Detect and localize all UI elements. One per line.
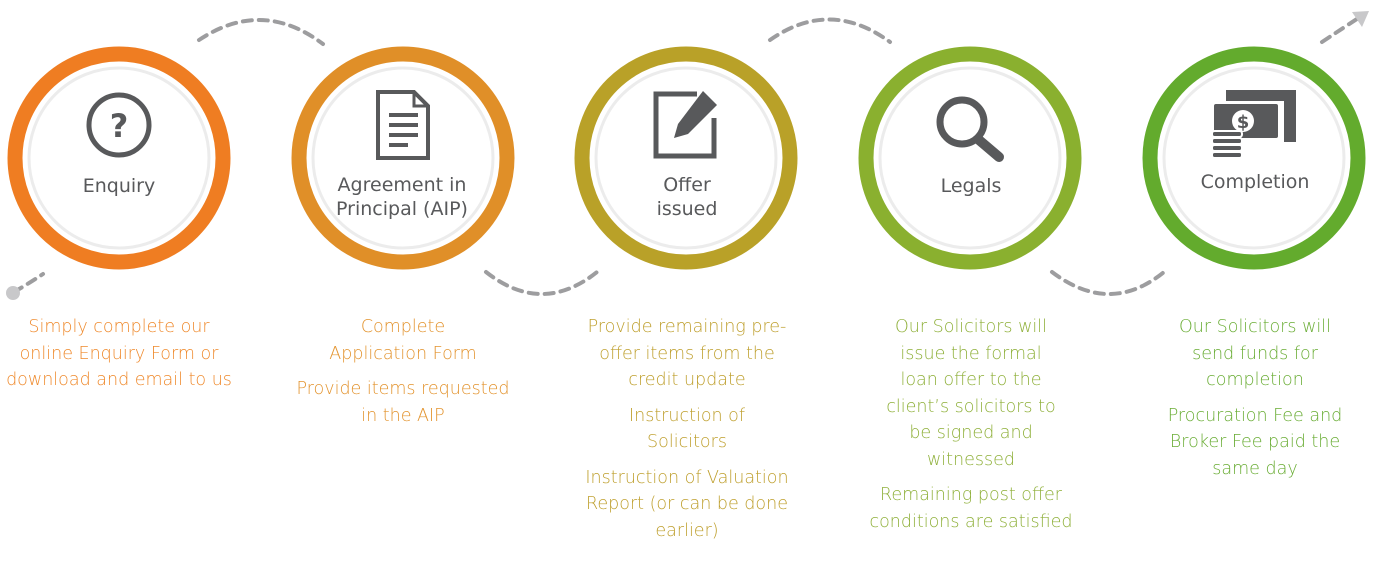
start-dot (6, 286, 20, 300)
connector-4-5 (1050, 270, 1166, 296)
step-label-completion: Completion (1200, 171, 1310, 193)
description-line: Procuration Fee and Broker Fee paid the … (1167, 405, 1343, 479)
step-label-aip: Agreement in Principal (AIP) (336, 174, 468, 220)
description-line: Complete Application Form (329, 317, 477, 364)
description-line: Instruction of Valuation Report (or can … (585, 467, 789, 541)
step-label-offer: Offer issued (656, 174, 718, 220)
connector-3-4 (768, 17, 892, 44)
step-circle-enquiry (7, 46, 231, 270)
question-circle-icon: ? (86, 92, 152, 158)
connector-2-3 (484, 270, 599, 296)
edit-icon (653, 91, 717, 159)
step-description-aip: Complete Application Form Provide items … (283, 314, 523, 438)
description-line: Simply complete our online Enquiry Form … (6, 317, 232, 390)
step-circle-completion (1142, 46, 1366, 270)
step-circle-legals (858, 46, 1082, 270)
description-line: Remaining post offer conditions are sati… (869, 485, 1073, 532)
connector-1-2 (197, 18, 325, 46)
magnifier-icon (936, 96, 1004, 162)
step-label-legals: Legals (940, 175, 1002, 197)
connector-end (1320, 15, 1362, 44)
step-description-enquiry: Simply complete our online Enquiry Form … (0, 314, 239, 403)
money-icon: $ (1211, 90, 1296, 159)
step-description-offer: Provide remaining pre-offer items from t… (567, 314, 807, 553)
svg-text:$: $ (1237, 112, 1250, 133)
description-line: Our Solicitors will send funds for compl… (1179, 317, 1331, 390)
arrow-head (1352, 11, 1369, 27)
description-line: Our Solicitors will issue the formal loa… (886, 317, 1056, 470)
description-line: Instruction of Solicitors (628, 405, 746, 453)
step-description-completion: Our Solicitors will send funds for compl… (1135, 314, 1375, 491)
document-icon (376, 90, 430, 160)
step-label-enquiry: Enquiry (82, 175, 156, 197)
description-line: Provide items requested in the AIP (296, 379, 510, 426)
description-line: Provide remaining pre-offer items from t… (587, 317, 787, 390)
step-description-legals: Our Solicitors will issue the formal loa… (851, 314, 1091, 544)
svg-text:?: ? (110, 107, 129, 145)
